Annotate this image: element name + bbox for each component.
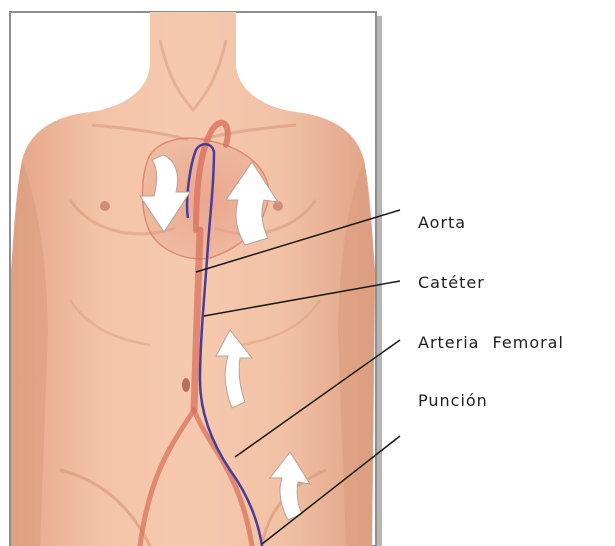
label-arteria-femoral: Arteria Femoral <box>418 333 564 352</box>
nipple-right <box>100 201 110 211</box>
label-aorta: Aorta <box>418 213 466 232</box>
label-puncion: Punción <box>418 391 488 410</box>
label-cateter: Catéter <box>418 273 485 292</box>
navel <box>182 378 190 392</box>
